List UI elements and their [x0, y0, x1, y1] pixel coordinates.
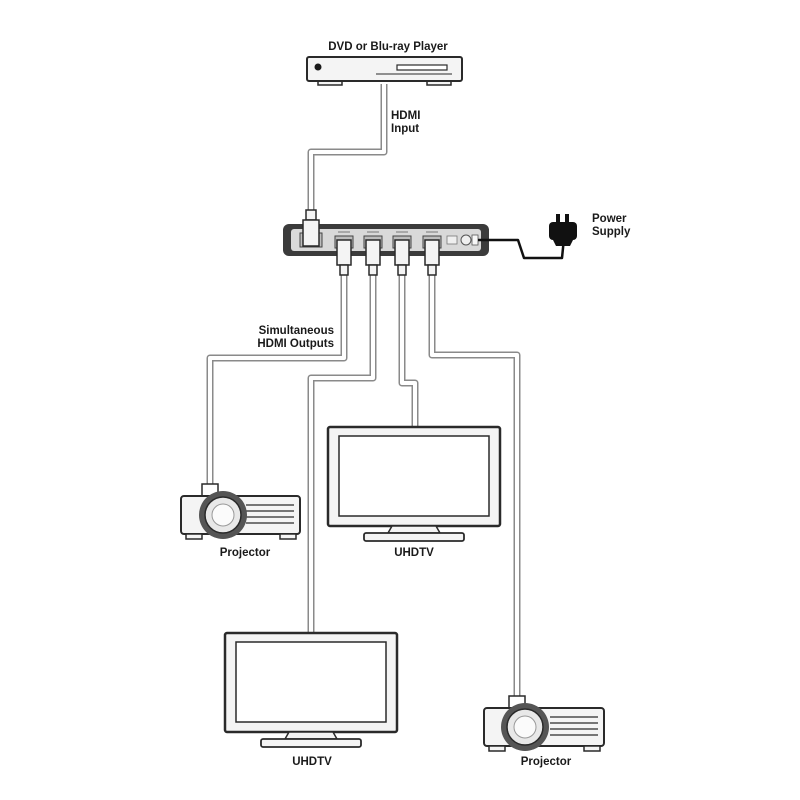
source-device-label: DVD or Blu-ray Player [328, 41, 448, 53]
uhdtv-center [326, 425, 502, 542]
power-supply-label-line1: Power [592, 213, 627, 225]
hdmi-input-plug [302, 209, 320, 247]
uhdtv-bottom-label: UHDTV [292, 756, 332, 768]
hdmi-output-plugs [336, 239, 440, 276]
simultaneous-outputs-label: Simultaneous HDMI Outputs [257, 325, 334, 351]
hdmi-input-label-line2: Input [391, 123, 420, 135]
simultaneous-outputs-label-line2: HDMI Outputs [257, 338, 334, 350]
simultaneous-outputs-label-line1: Simultaneous [258, 325, 334, 337]
hdmi-input-label-line1: HDMI [391, 110, 421, 122]
projector-right-label: Projector [520, 756, 572, 768]
hdmi-input-cable [307, 84, 388, 214]
power-supply-label: Power Supply [592, 213, 630, 239]
uhdtv-center-label: UHDTV [394, 547, 434, 559]
status-led-area [446, 235, 458, 245]
projector-right [483, 695, 605, 752]
hdmi-output-cable-projector-left [206, 275, 348, 494]
disc-tray [396, 64, 448, 71]
power-button-icon [314, 63, 322, 71]
dc-power-jack [460, 234, 472, 246]
projector-left [180, 483, 301, 540]
hdmi-input-label: HDMI Input [391, 110, 420, 136]
hdmi-cables [206, 84, 521, 700]
tv-screen [338, 435, 490, 517]
dvd-bluray-player [306, 56, 463, 86]
power-adapter [549, 214, 577, 246]
uhdtv-bottom [223, 631, 399, 748]
projector-left-label: Projector [219, 547, 271, 559]
tv-screen [235, 641, 387, 723]
power-cable [478, 237, 566, 260]
power-supply-label-line2: Supply [592, 226, 631, 238]
